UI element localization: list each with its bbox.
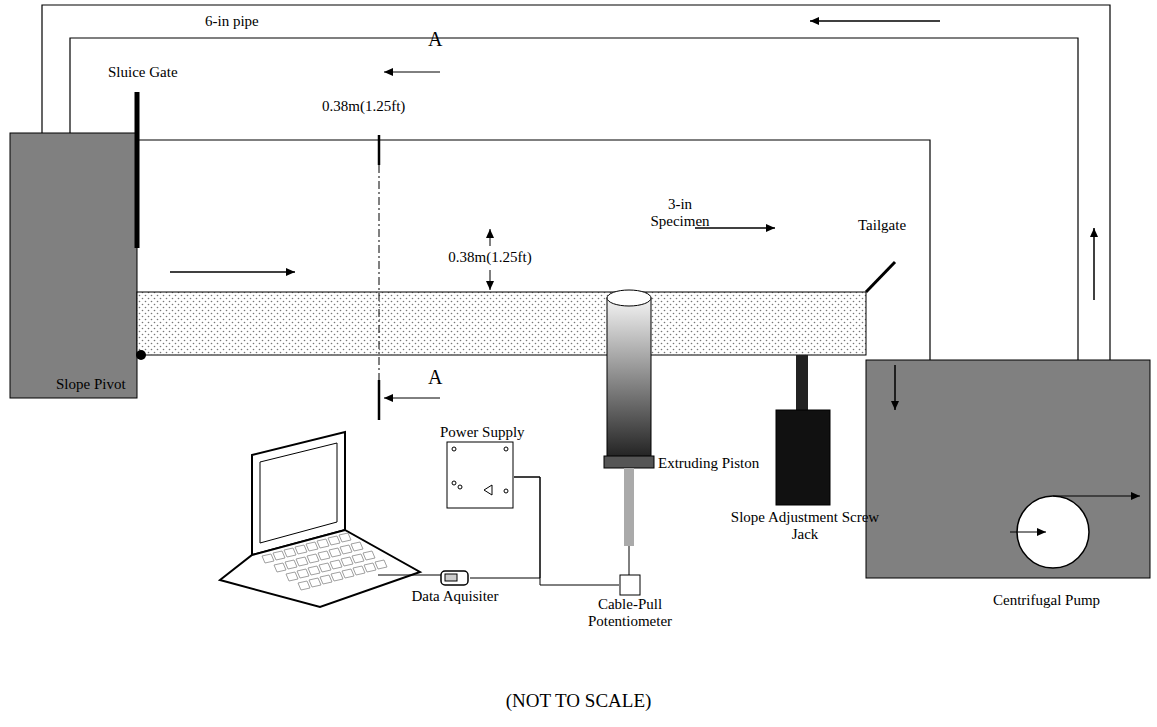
signal-wire	[514, 477, 619, 585]
dimension-label: 0.38m(1.25ft)	[430, 249, 550, 266]
device-icon	[446, 441, 514, 509]
pivot-label: Slope Pivot	[56, 376, 126, 393]
device-icon	[619, 574, 641, 596]
section-mark: A	[428, 28, 442, 50]
node-label: Power Supply	[440, 424, 520, 441]
jack-label: Slope Adjustment Screw Jack	[725, 509, 885, 543]
caption: (NOT TO SCALE)	[0, 690, 1157, 712]
gate-label: Sluice Gate	[108, 64, 178, 81]
dimension-label: 0.38m(1.25ft)	[322, 98, 405, 115]
label-text: 0.38m(1.25ft)	[446, 249, 533, 265]
pump-label: Centrifugal Pump	[993, 592, 1100, 609]
power-supply: Power Supply	[440, 424, 520, 509]
data-acquisiter: Data Aquisiter	[410, 568, 500, 605]
specimen-label: 3-in Specimen	[640, 196, 720, 230]
potentiometer: Cable-Pull Potentiometer	[565, 574, 695, 630]
piston-label: Extruding Piston	[658, 455, 759, 472]
section-mark: A	[428, 366, 442, 388]
pipe-label: 6-in pipe	[205, 13, 259, 30]
device-icon	[440, 568, 470, 588]
node-label: Cable-Pull Potentiometer	[565, 596, 695, 630]
tailgate-label: Tailgate	[858, 217, 906, 234]
node-label: Data Aquisiter	[410, 588, 500, 605]
